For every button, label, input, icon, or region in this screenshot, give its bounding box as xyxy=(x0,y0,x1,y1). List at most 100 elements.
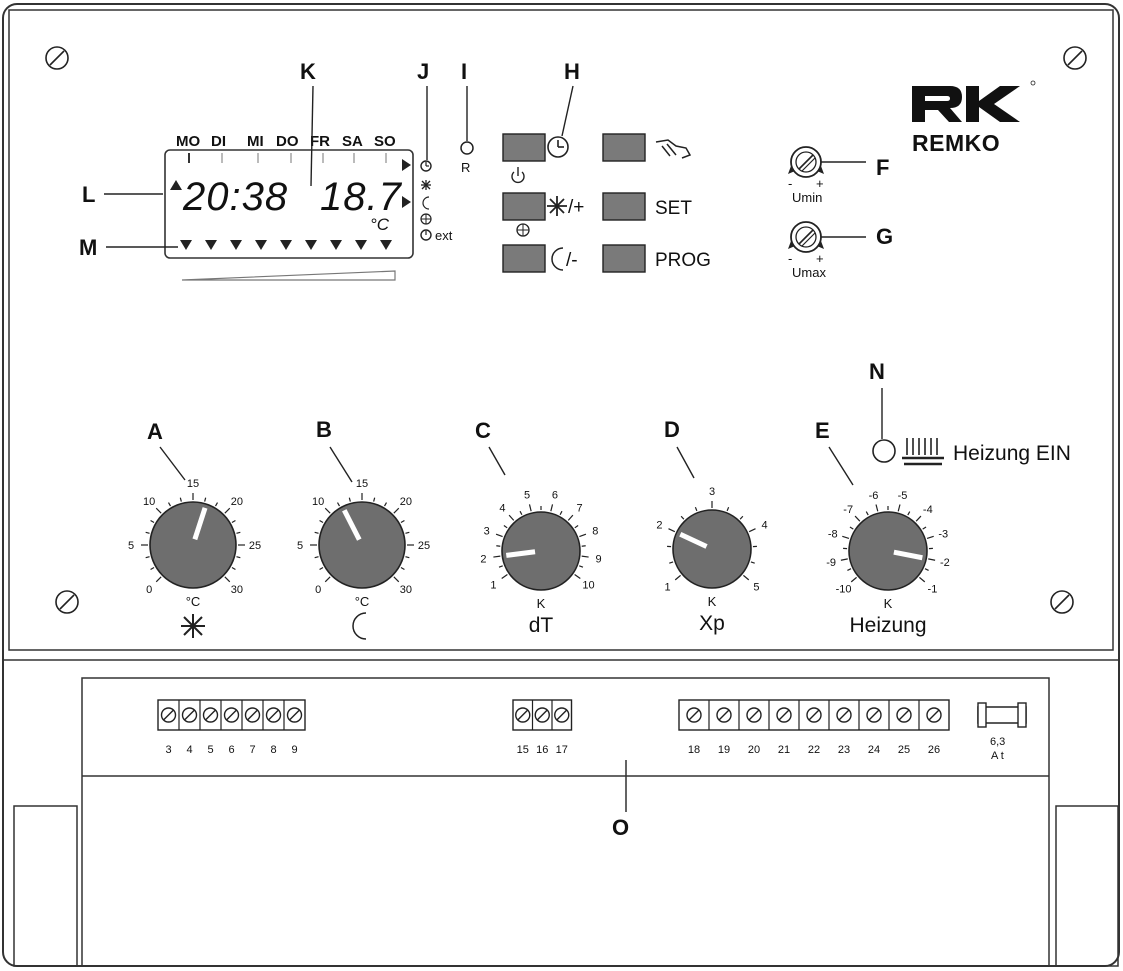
terminal-screw[interactable] xyxy=(286,707,303,723)
terminal-number: 8 xyxy=(270,744,276,756)
prog-button[interactable] xyxy=(602,244,646,273)
dial-tick xyxy=(179,497,182,502)
terminal-number: 24 xyxy=(868,744,880,756)
radiator-icon xyxy=(902,438,944,466)
terminal-screw[interactable] xyxy=(836,707,852,723)
clock-button[interactable] xyxy=(502,133,546,162)
dial-tick xyxy=(319,566,324,571)
dial-unit: K xyxy=(708,594,717,609)
dial-unit: °C xyxy=(355,594,370,609)
comfort-plus-button[interactable] xyxy=(502,192,546,221)
dial-pointer xyxy=(505,549,536,558)
snowflake-icon xyxy=(516,223,530,237)
dial-knob[interactable] xyxy=(149,501,237,589)
terminal-number: 7 xyxy=(249,744,255,756)
terminal-screw[interactable] xyxy=(896,707,912,723)
terminal-screw[interactable] xyxy=(515,707,531,723)
eco-minus-button[interactable] xyxy=(502,244,546,273)
terminal-screw[interactable] xyxy=(181,707,198,723)
dial-tick xyxy=(400,566,405,571)
dial-tick xyxy=(405,556,410,559)
day-label: MO xyxy=(176,133,200,150)
callout-label: B xyxy=(316,417,332,442)
dial-tick xyxy=(579,565,584,568)
dial-tick xyxy=(668,528,676,533)
dial-tick-label: 10 xyxy=(143,496,155,508)
mode-symbols: ext xyxy=(420,160,453,243)
dial-tick-label: 25 xyxy=(249,540,261,552)
terminal-screw[interactable] xyxy=(202,707,219,723)
terminal-screw[interactable] xyxy=(534,707,550,723)
terminal-housing xyxy=(81,677,1050,967)
callout-label: C xyxy=(475,418,491,443)
dial-tick-label: -4 xyxy=(923,504,933,516)
dial-tick-label: 6 xyxy=(552,490,558,502)
dial-tick-label: 5 xyxy=(128,540,134,552)
dial-tick-label: 30 xyxy=(400,584,412,596)
terminal-screw[interactable] xyxy=(686,707,702,723)
terminal-screw[interactable] xyxy=(926,707,942,723)
sun-icon xyxy=(181,614,205,638)
screw-bottom-right xyxy=(1050,590,1074,614)
dial-tick-label: 4 xyxy=(762,519,768,531)
dial-tick-label: -6 xyxy=(869,490,879,502)
sun-icon xyxy=(421,180,431,190)
terminal-screw[interactable] xyxy=(746,707,762,723)
dial-tick xyxy=(150,519,155,524)
terminal-screw[interactable] xyxy=(866,707,882,723)
terminal-screw[interactable] xyxy=(776,707,792,723)
dial-tick xyxy=(750,561,755,564)
dial-tick xyxy=(928,558,936,561)
brand-name: REMKO xyxy=(912,130,1000,156)
moon-icon xyxy=(352,612,367,640)
callout-label: J xyxy=(417,59,429,84)
dial-pointer xyxy=(679,531,708,549)
dial-tick xyxy=(669,561,674,564)
dial-tick xyxy=(850,576,857,583)
dial-knob[interactable] xyxy=(318,501,406,589)
terminal-number: 23 xyxy=(838,744,850,756)
dial-tick xyxy=(405,531,410,534)
umin-minus: - xyxy=(788,176,792,191)
dial-tick xyxy=(393,507,400,514)
dial-tick xyxy=(528,504,532,512)
dial-knob[interactable] xyxy=(501,511,581,591)
umin-potentiometer[interactable] xyxy=(788,146,824,178)
reset-button[interactable] xyxy=(460,141,474,155)
dial-tick xyxy=(680,515,685,520)
terminal-screw[interactable] xyxy=(716,707,732,723)
umax-potentiometer[interactable] xyxy=(788,221,824,253)
dial-tick xyxy=(581,555,589,558)
lcd-temperature: 18.7 xyxy=(320,175,403,219)
terminal-screw[interactable] xyxy=(244,707,261,723)
dial-knob[interactable] xyxy=(672,509,752,589)
terminal-screw[interactable] xyxy=(554,707,570,723)
dial-tick-label: -1 xyxy=(928,583,938,595)
dial-tick xyxy=(579,533,587,538)
dial-tick xyxy=(739,515,744,520)
set-button[interactable] xyxy=(602,192,646,221)
dial-tick-label: 1 xyxy=(490,579,496,591)
dial-tick-label: 20 xyxy=(231,496,243,508)
arrow-up-icon xyxy=(170,180,182,190)
terminal-number: 15 xyxy=(517,744,529,756)
dial-tick xyxy=(145,531,150,534)
umax-label: Umax xyxy=(792,265,826,280)
terminal-screw[interactable] xyxy=(806,707,822,723)
dial-tick-label: 10 xyxy=(582,579,594,591)
terminal-screw[interactable] xyxy=(223,707,240,723)
manual-button[interactable] xyxy=(602,133,646,162)
dial-knob[interactable] xyxy=(848,511,928,591)
dial-tick xyxy=(314,531,319,534)
terminal-screw[interactable] xyxy=(160,707,177,723)
prog-label: PROG xyxy=(655,250,711,271)
dial-tick-label: 10 xyxy=(312,496,324,508)
terminal-screw[interactable] xyxy=(265,707,282,723)
dial-tick xyxy=(224,507,231,514)
dial-tick xyxy=(224,576,231,583)
